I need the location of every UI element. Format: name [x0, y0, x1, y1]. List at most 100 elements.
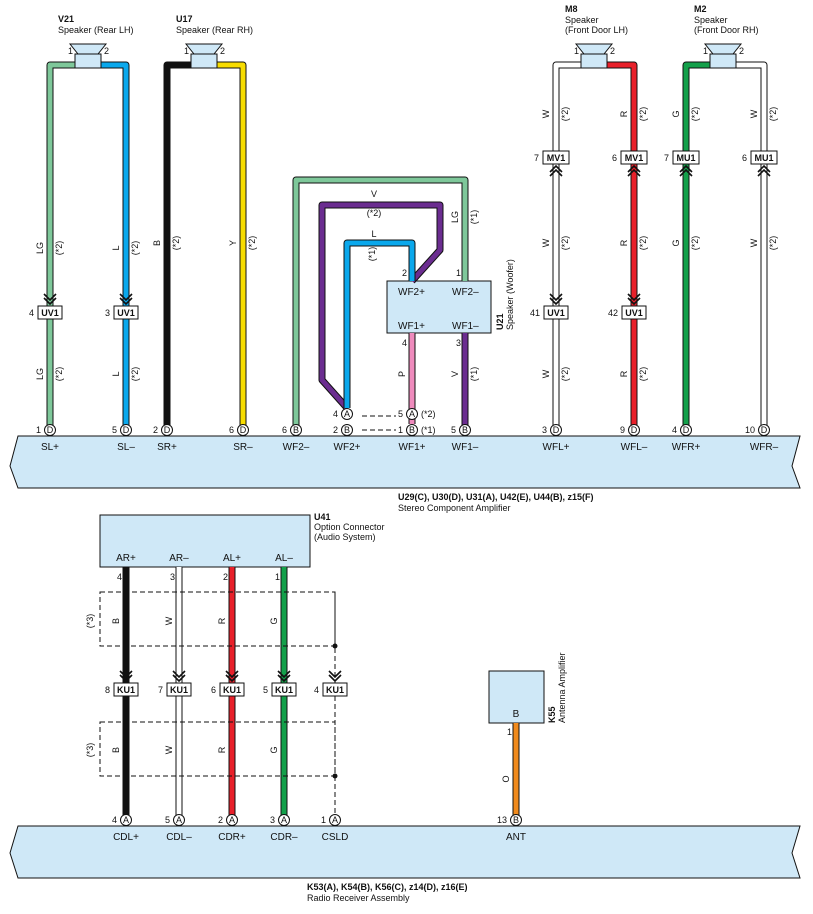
- wire-note: (*2): [247, 236, 257, 251]
- wire-label: W: [749, 238, 759, 247]
- connector-ku1-4: KU1 4: [314, 682, 348, 697]
- wire-note: (*2): [690, 236, 700, 251]
- connector-chevron: [328, 670, 342, 679]
- radio-receiver-panel: [9, 825, 801, 879]
- wire-lg-wf2-minus: [293, 177, 468, 426]
- wire-label: G: [671, 239, 681, 246]
- wire-label: Y: [228, 240, 238, 246]
- wire-note: (*2): [638, 236, 648, 251]
- svg-text:5: 5: [165, 815, 170, 825]
- speaker-icon: [703, 43, 743, 69]
- svg-text:2: 2: [218, 815, 223, 825]
- connector-chevron: [225, 670, 239, 679]
- radio-code: K53(A), K54(B), K56(C), z14(D), z16(E): [307, 882, 468, 892]
- terminal-cdl-minus: A 5 CDL–: [165, 814, 192, 843]
- connector-chevron: [549, 168, 563, 177]
- wire-note: (*2): [768, 107, 778, 122]
- connector-chevron: [119, 297, 133, 306]
- pin-number: 1: [507, 727, 512, 737]
- connector-chevron: [549, 293, 563, 302]
- svg-text:6: 6: [742, 153, 747, 163]
- svg-text:MU1: MU1: [676, 153, 695, 163]
- svg-text:WFL–: WFL–: [621, 442, 648, 453]
- terminal-wf1-plus-b: B 1 (*1) WF1+: [398, 424, 436, 453]
- svg-text:KU1: KU1: [223, 685, 241, 695]
- wire-note: (*2): [130, 241, 140, 256]
- terminal-csld: A 1 CSLD: [321, 814, 349, 843]
- wire-note: (*1): [469, 210, 479, 225]
- svg-text:(*1): (*1): [421, 425, 436, 435]
- amp-name: Stereo Component Amplifier: [398, 503, 511, 513]
- wire-y-sr-minus: [215, 62, 246, 426]
- connector-chevron: [172, 670, 186, 679]
- u21-code: U21: [495, 313, 505, 330]
- svg-text:UV1: UV1: [117, 308, 135, 318]
- wire-label: R: [619, 239, 629, 246]
- wire-note: (*1): [367, 247, 377, 262]
- wire-note: (*2): [171, 236, 181, 251]
- wire-note: (*2): [130, 367, 140, 382]
- radio-name: Radio Receiver Assembly: [307, 893, 410, 903]
- wire-note: (*2): [560, 367, 570, 382]
- speaker-icon: [68, 43, 108, 69]
- svg-text:4: 4: [112, 815, 117, 825]
- wire-label: LG: [35, 242, 45, 254]
- amp-terminals: D 1 SL+ D 5 SL– D 2 SR+ D 6 SR– B 6 WF2–…: [36, 408, 779, 453]
- svg-text:A: A: [409, 409, 415, 419]
- wire-label: G: [269, 617, 279, 624]
- option-pin-ar-minus: AR–: [169, 553, 189, 564]
- pin-number: 1: [456, 268, 461, 278]
- svg-text:WF2–: WF2–: [283, 442, 310, 453]
- connector-ku1-8: KU1 8: [105, 682, 139, 697]
- terminal-wfr-plus: D 4 WFR+: [672, 424, 700, 453]
- terminal-sl-minus: D 5 SL–: [112, 424, 135, 453]
- svg-text:(*2): (*2): [421, 409, 436, 419]
- svg-text:D: D: [240, 425, 247, 435]
- svg-text:CDL+: CDL+: [113, 832, 139, 843]
- svg-text:B: B: [409, 425, 415, 435]
- connector-mv1-7: MV1 7: [534, 150, 570, 165]
- wire-note: (*2): [54, 367, 64, 382]
- wire-label: R: [217, 617, 227, 624]
- woofer-pin-wf1-minus: WF1–: [452, 321, 479, 332]
- connector-chevron: [43, 293, 57, 302]
- connector-chevron: [43, 297, 57, 306]
- svg-text:42: 42: [608, 308, 618, 318]
- woofer-box: [386, 280, 492, 334]
- connector-chevron: [277, 670, 291, 679]
- terminal-cdr-minus: A 3 CDR–: [270, 814, 298, 843]
- svg-text:ANT: ANT: [506, 832, 526, 843]
- svg-text:5: 5: [398, 409, 403, 419]
- wire-label: W: [541, 238, 551, 247]
- svg-text:6: 6: [282, 425, 287, 435]
- svg-text:5: 5: [112, 425, 117, 435]
- connector-chevron: [172, 674, 186, 683]
- wire-label: G: [269, 746, 279, 753]
- connector-chevron: [119, 670, 133, 679]
- terminal-sr-minus: D 6 SR–: [229, 424, 253, 453]
- svg-text:A: A: [281, 815, 287, 825]
- connector-chevron: [757, 168, 771, 177]
- m8-name2: (Front Door LH): [565, 25, 628, 35]
- terminal-sl-plus: D 1 SL+: [36, 424, 59, 453]
- pin-number: 2: [402, 268, 407, 278]
- svg-text:6: 6: [229, 425, 234, 435]
- svg-text:13: 13: [497, 815, 507, 825]
- terminal-wfr-minus: D 10 WFR–: [745, 424, 779, 453]
- u17-code: U17: [176, 14, 193, 24]
- svg-text:MV1: MV1: [625, 153, 644, 163]
- connector-chevron: [549, 297, 563, 306]
- terminal-cdl-plus: A 4 CDL+: [112, 814, 139, 843]
- svg-text:1: 1: [321, 815, 326, 825]
- svg-text:CSLD: CSLD: [322, 832, 349, 843]
- pin-number: 4: [117, 572, 122, 582]
- wire-label: B: [111, 618, 121, 624]
- wire-note: (*2): [560, 107, 570, 122]
- woofer-pin-wf2-plus: WF2+: [398, 287, 425, 298]
- m2-name1: Speaker: [694, 15, 728, 25]
- svg-text:A: A: [344, 409, 350, 419]
- wire-label: W: [164, 745, 174, 754]
- svg-text:WFL+: WFL+: [543, 442, 570, 453]
- wire-label: B: [111, 747, 121, 753]
- wire-label: R: [619, 370, 629, 377]
